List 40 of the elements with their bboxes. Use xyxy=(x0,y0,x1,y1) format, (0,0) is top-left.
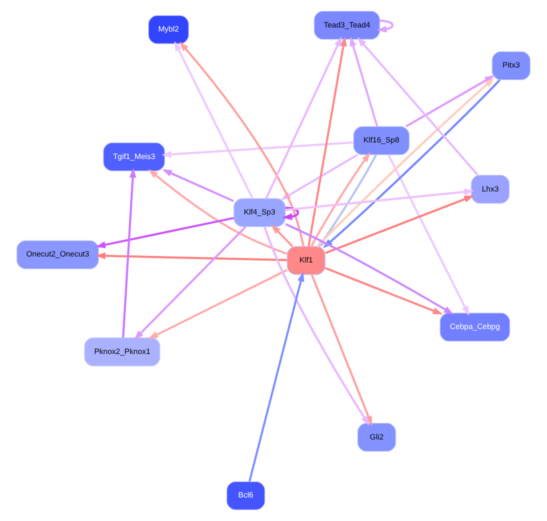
node-box: Tgif1_Meis3 xyxy=(103,142,166,172)
node-box: Onecut2_Onecut3 xyxy=(16,240,99,270)
arrow xyxy=(308,36,347,247)
node-box: Tead3_Tead4 xyxy=(314,10,380,40)
node-box: Klf16_Sp8 xyxy=(353,126,410,156)
arrow xyxy=(325,196,474,254)
node-box: Mybl2 xyxy=(148,15,190,44)
node-box: Klf4_Sp3 xyxy=(233,198,286,228)
arrow xyxy=(174,41,254,199)
arrow xyxy=(179,42,304,246)
arrow xyxy=(310,152,370,247)
arrow xyxy=(271,224,294,248)
node-box: Cebpa_Cebpg xyxy=(440,312,510,342)
arrow xyxy=(96,216,234,248)
arrow xyxy=(324,267,443,314)
arrow xyxy=(357,36,479,176)
arrow xyxy=(148,169,288,255)
arrow xyxy=(285,223,454,314)
arrow xyxy=(388,154,470,316)
arrow xyxy=(265,36,342,199)
arrow xyxy=(310,274,372,426)
arrow xyxy=(350,36,378,127)
node-box: Gli2 xyxy=(357,422,396,452)
arrow xyxy=(282,206,300,220)
arrow xyxy=(248,272,304,482)
arrow xyxy=(376,20,394,33)
arrow xyxy=(406,75,495,128)
node-box: Bcl6 xyxy=(226,481,266,510)
arrow xyxy=(148,269,288,340)
arrow xyxy=(264,226,370,426)
arrow xyxy=(162,141,354,158)
arrow xyxy=(122,168,136,338)
node-box: Pitx3 xyxy=(492,51,531,80)
node-box: Pknox2_Pknox1 xyxy=(84,337,160,366)
arrow xyxy=(162,169,234,202)
arrow xyxy=(285,188,474,212)
node-box: Lhx3 xyxy=(470,174,510,204)
arrow xyxy=(134,226,246,340)
node-box: Klf1 xyxy=(286,246,326,275)
arrow xyxy=(96,252,288,262)
